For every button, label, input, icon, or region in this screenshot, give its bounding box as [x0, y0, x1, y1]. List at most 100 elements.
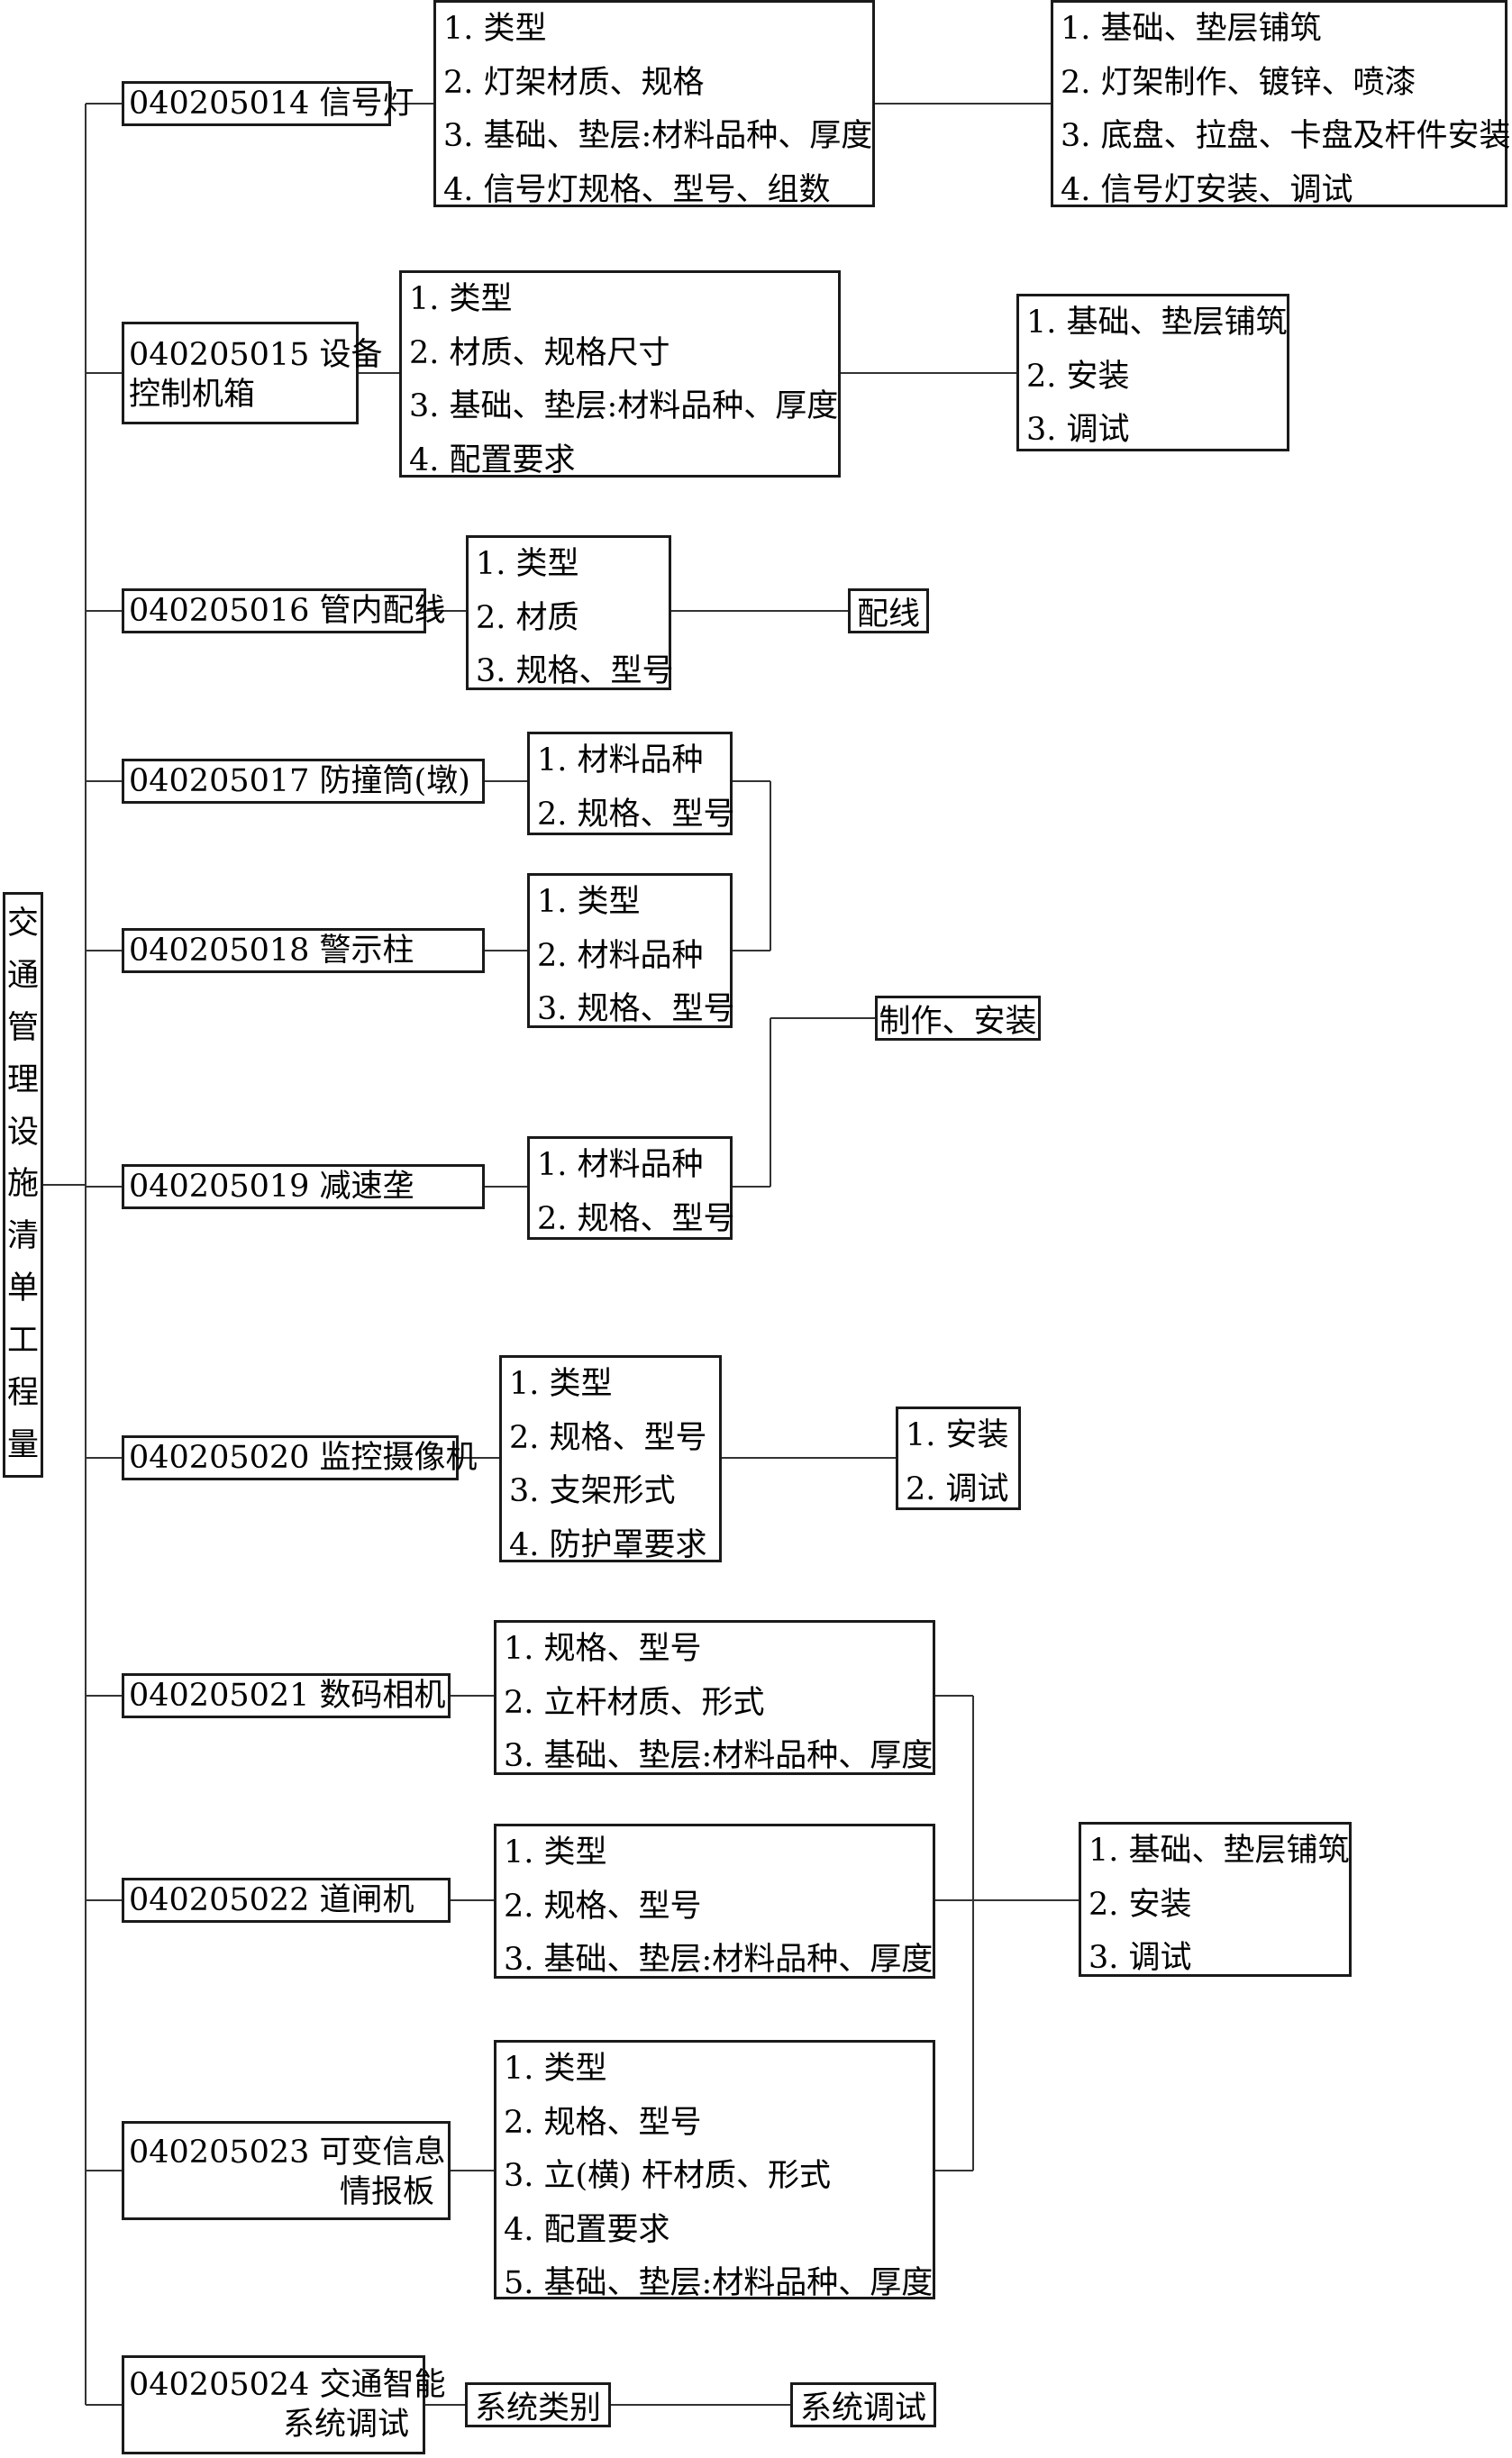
root-title-char: 工	[6, 1322, 39, 1359]
feature-line: 1. 类型	[537, 884, 641, 920]
root-title-char: 理	[6, 1061, 39, 1098]
item-code-line: 040205023 可变信息	[129, 2135, 446, 2171]
feature-box: 1. 类型 2. 规格、型号 3. 支架形式 4. 防护罩要求	[499, 1355, 722, 1563]
root-title-char: 通	[6, 958, 39, 995]
feature-line: 2. 灯架材质、规格	[443, 64, 705, 101]
work-line: 1. 安装	[906, 1417, 1009, 1453]
feature-box: 1. 类型 2. 材质 3. 规格、型号	[466, 535, 674, 690]
root-title-char: 管	[6, 1010, 39, 1047]
work-line: 1. 基础、垫层铺筑	[1026, 305, 1288, 341]
feature-line: 3. 立(横) 杆材质、形式	[504, 2158, 831, 2194]
feature-line: 2. 规格、型号	[504, 1888, 702, 1925]
feature-line: 5. 基础、垫层:材料品种、厚度	[504, 2265, 934, 2301]
root-title-char: 设	[6, 1114, 39, 1151]
item-code-box: 040205016 管内配线	[122, 588, 446, 633]
work-line: 1. 基础、垫层铺筑	[1061, 11, 1322, 47]
feature-line: 1. 类型	[504, 2051, 607, 2087]
feature-box: 1. 规格、型号 2. 立杆材质、形式 3. 基础、垫层:材料品种、厚度	[494, 1620, 935, 1775]
shared-work-box-17-19: 制作、安装	[875, 996, 1041, 1041]
work-line: 系统调试	[799, 2390, 926, 2426]
feature-box: 1. 类型 2. 规格、型号 3. 基础、垫层:材料品种、厚度	[494, 1824, 935, 1979]
item-code-box: 040205021 数码相机	[122, 1673, 451, 1718]
feature-line: 2. 材料品种	[537, 937, 704, 974]
feature-line: 4. 配置要求	[504, 2211, 670, 2248]
work-line: 1. 基础、垫层铺筑	[1088, 1833, 1350, 1869]
item-code-line: 040205014 信号灯	[129, 86, 414, 122]
item-code-line: 040205024 交通智能	[129, 2367, 446, 2403]
work-box: 配线	[848, 588, 929, 633]
feature-box: 1. 材料品种 2. 规格、型号	[527, 732, 735, 835]
item-code-line: 040205022 道闸机	[129, 1882, 414, 1918]
item-code-line: 情报板	[339, 2174, 434, 2210]
item-code-line: 040205020 监控摄像机	[129, 1440, 478, 1476]
item-code-line: 控制机箱	[129, 377, 256, 413]
item-code-box: 040205020 监控摄像机	[122, 1435, 478, 1480]
item-code-box: 040205018 警示柱	[122, 928, 485, 973]
feature-box: 1. 类型 2. 材料品种 3. 规格、型号	[527, 873, 735, 1028]
item-code-line: 系统调试	[282, 2407, 409, 2443]
work-line: 3. 调试	[1026, 412, 1130, 448]
item-code-box: 040205019 减速垄	[122, 1164, 485, 1209]
feature-box: 1. 类型 2. 规格、型号 3. 立(横) 杆材质、形式 4. 配置要求 5.…	[494, 2040, 935, 2301]
work-line: 2. 安装	[1088, 1886, 1192, 1923]
work-box: 1. 安装 2. 调试	[896, 1407, 1021, 1510]
item-code-line: 040205018 警示柱	[129, 933, 414, 969]
item-code-box: 040205022 道闸机	[122, 1878, 451, 1923]
item-code-box: 040205017 防撞筒(墩)	[122, 759, 485, 804]
feature-line: 3. 基础、垫层:材料品种、厚度	[504, 1738, 934, 1774]
feature-line: 3. 基础、垫层:材料品种、厚度	[504, 1942, 934, 1978]
feature-box: 1. 类型 2. 灯架材质、规格 3. 基础、垫层:材料品种、厚度 4. 信号灯…	[433, 0, 875, 208]
root-title-char: 程	[6, 1374, 39, 1411]
feature-line: 1. 类型	[409, 281, 513, 317]
feature-line: 3. 支架形式	[509, 1473, 676, 1509]
feature-line: 2. 规格、型号	[537, 1200, 735, 1237]
item-code-line: 040205019 减速垄	[129, 1169, 414, 1205]
feature-line: 4. 防护罩要求	[509, 1526, 707, 1563]
item-code-box: 040205014 信号灯	[122, 81, 414, 126]
root-title-char: 施	[6, 1166, 39, 1203]
work-box: 1. 基础、垫层铺筑 2. 安装 3. 调试	[1016, 294, 1289, 451]
root-title-char: 单	[6, 1270, 39, 1307]
item-code-line: 040205016 管内配线	[129, 593, 446, 629]
item-code-line: 040205017 防撞筒(墩)	[129, 763, 470, 799]
feature-line: 1. 类型	[443, 11, 547, 47]
work-box: 系统调试	[790, 2382, 936, 2427]
feature-box: 1. 材料品种 2. 规格、型号	[527, 1136, 735, 1240]
feature-line: 1. 类型	[509, 1366, 613, 1402]
work-line: 3. 底盘、拉盘、卡盘及杆件安装	[1061, 118, 1511, 154]
feature-line: 2. 规格、型号	[509, 1419, 707, 1456]
feature-line: 1. 材料品种	[537, 742, 704, 778]
work-line: 配线	[856, 596, 920, 633]
feature-line: 1. 规格、型号	[504, 1631, 702, 1667]
root-title-char: 清	[6, 1218, 39, 1255]
feature-line: 3. 基础、垫层:材料品种、厚度	[409, 388, 839, 424]
feature-box: 系统类别	[465, 2382, 611, 2427]
root-box: 交通管理设施清单工程量	[3, 892, 43, 1478]
feature-line: 1. 类型	[476, 546, 579, 582]
feature-line: 2. 立杆材质、形式	[504, 1684, 765, 1721]
work-line: 3. 调试	[1088, 1940, 1192, 1976]
feature-line: 2. 规格、型号	[504, 2104, 702, 2141]
work-line: 2. 调试	[906, 1470, 1009, 1507]
feature-line: 4. 配置要求	[409, 442, 576, 478]
work-box: 1. 基础、垫层铺筑 2. 灯架制作、镀锌、喷漆 3. 底盘、拉盘、卡盘及杆件安…	[1051, 0, 1511, 208]
item-code-box: 040205023 可变信息 情报板	[122, 2121, 451, 2220]
item-code-box: 040205024 交通智能 系统调试	[122, 2355, 446, 2454]
item-code-line: 040205015 设备	[129, 337, 383, 373]
feature-line: 3. 基础、垫层:材料品种、厚度	[443, 118, 873, 154]
feature-line: 系统类别	[474, 2390, 601, 2426]
work-line: 制作、安装	[879, 1003, 1037, 1040]
feature-line: 4. 信号灯规格、型号、组数	[443, 171, 831, 208]
work-line: 4. 信号灯安装、调试	[1061, 171, 1353, 208]
feature-box: 1. 类型 2. 材质、规格尺寸 3. 基础、垫层:材料品种、厚度 4. 配置要…	[399, 270, 841, 478]
work-line: 2. 灯架制作、镀锌、喷漆	[1061, 64, 1416, 101]
feature-line: 3. 规格、型号	[537, 991, 735, 1027]
feature-line: 3. 规格、型号	[476, 653, 674, 689]
root-title-char: 量	[6, 1426, 39, 1463]
feature-line: 1. 类型	[504, 1834, 607, 1871]
root-title-char: 交	[6, 906, 39, 942]
item-code-line: 040205021 数码相机	[129, 1678, 446, 1714]
feature-line: 1. 材料品种	[537, 1147, 704, 1183]
